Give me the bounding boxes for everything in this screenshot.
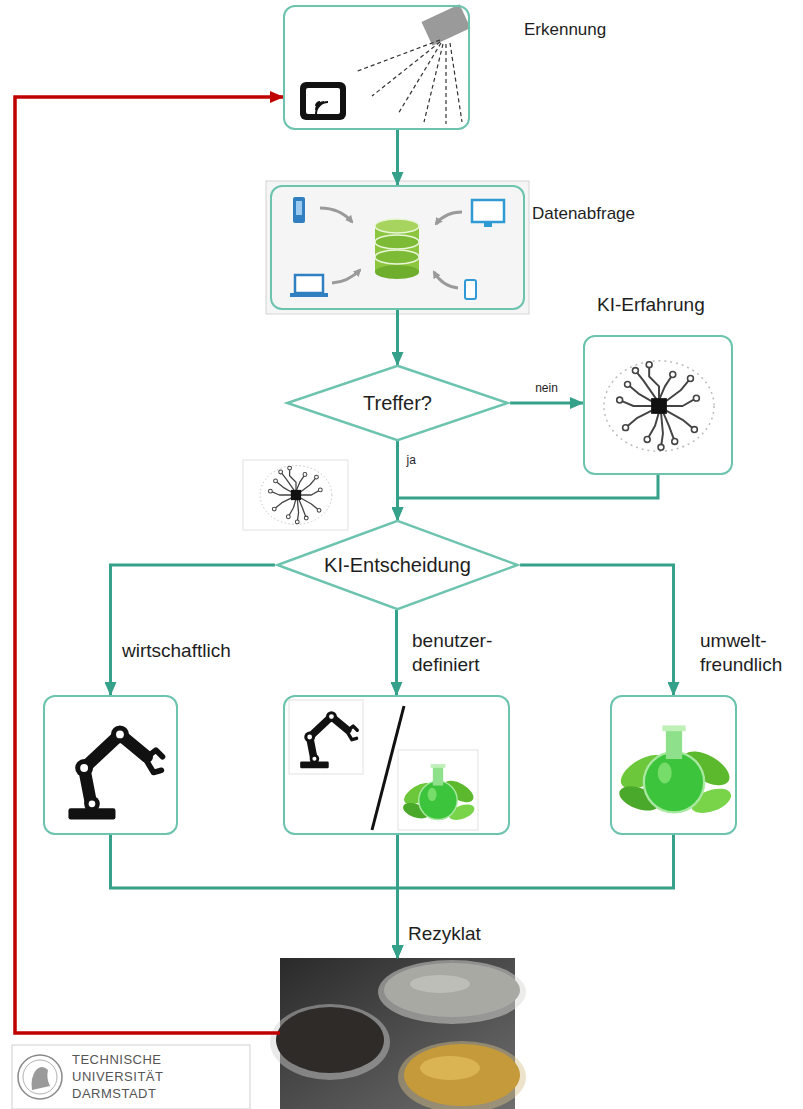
decision-diamond: KI-Entscheidung	[275, 520, 520, 610]
database-icon	[375, 219, 419, 279]
svg-part	[276, 1007, 384, 1073]
flow-arrow	[111, 835, 398, 958]
svg-part	[32, 1067, 51, 1090]
svg-part	[355, 40, 440, 72]
image-node: Rezyklat	[280, 958, 515, 1109]
diamond-text-area: KI-Entscheidung	[275, 520, 520, 610]
flow-arrow	[396, 310, 399, 365]
logo-text: TECHNISCHE UNIVERSITÄT DARMSTADT	[72, 1052, 163, 1103]
node-heading: KI-Erfahrung	[597, 293, 705, 317]
node-heading-text: Datenabfrage	[532, 203, 635, 224]
image-frame	[266, 181, 529, 314]
svg-part	[375, 250, 419, 264]
svg-part	[295, 275, 323, 293]
image-frame	[398, 750, 478, 830]
svg-part	[332, 270, 360, 283]
node-heading-text: benutzer- definiert	[412, 629, 492, 677]
svg-part	[404, 1044, 520, 1106]
diamond-shape	[287, 366, 508, 440]
svg-part	[378, 960, 526, 1024]
svg-part	[270, 1004, 390, 1080]
svg-part	[296, 201, 302, 215]
university-logo	[12, 1045, 250, 1109]
flow-arrow	[395, 610, 398, 695]
svg-part	[372, 42, 440, 96]
process-box: benutzer- definiert	[283, 695, 510, 835]
svg-part	[465, 280, 476, 299]
svg-part	[472, 200, 504, 222]
process-box: wirtschaftlich	[43, 695, 178, 835]
svg-part	[23, 1060, 57, 1094]
svg-part	[375, 265, 419, 279]
svg-part	[355, 40, 462, 124]
svg-part	[424, 44, 443, 122]
node-heading: Rezyklat	[408, 922, 481, 946]
svg-part	[434, 272, 458, 288]
svg-part	[375, 235, 419, 249]
diamond-text-area: Treffer?	[285, 365, 510, 441]
svg-part	[445, 44, 446, 124]
image-frame	[243, 460, 348, 530]
scanner-icon	[355, 4, 471, 124]
svg-part	[450, 43, 462, 122]
svg-part	[420, 1056, 480, 1080]
svg-part	[375, 219, 419, 233]
svg-part	[421, 4, 470, 45]
svg-part	[18, 1055, 62, 1099]
svg-part	[316, 102, 328, 114]
flow-arrow	[398, 475, 659, 520]
phone-icon	[300, 82, 346, 120]
node-heading: umwelt- freundlich	[700, 629, 782, 677]
device-icons	[290, 197, 504, 299]
svg-part	[484, 222, 492, 227]
brain-icon	[260, 466, 332, 525]
node-heading-text: Erkennung	[524, 19, 606, 40]
svg-part	[300, 82, 346, 120]
green-flask-icon	[401, 764, 477, 823]
feedback-arrow	[15, 97, 283, 1033]
decision-diamond: Treffer?	[285, 365, 510, 441]
process-box: KI-Erfahrung	[583, 335, 733, 475]
flow-arrow	[398, 835, 674, 958]
flow-arrow	[396, 130, 399, 185]
image-frame	[289, 700, 363, 774]
svg-part	[398, 1041, 526, 1109]
diamond-shape	[277, 521, 517, 609]
svg-part	[320, 208, 352, 222]
node-heading: benutzer- definiert	[412, 629, 492, 677]
robot-arm-icon	[300, 711, 357, 768]
node-heading: wirtschaftlich	[122, 639, 231, 663]
robot-arm-icon	[68, 725, 162, 819]
green-flask-icon	[615, 725, 735, 817]
node-heading-text: KI-Erfahrung	[597, 293, 705, 317]
decision-label: KI-Entscheidung	[324, 553, 471, 578]
edge-label: ja	[405, 453, 418, 467]
node-heading: Datenabfrage	[532, 203, 635, 224]
edge-label: nein	[533, 381, 560, 395]
node-heading-text: umwelt- freundlich	[700, 629, 782, 677]
node-heading-text: Rezyklat	[408, 922, 481, 946]
svg-part	[384, 963, 520, 1017]
decision-label: Treffer?	[363, 391, 432, 416]
process-box: Datenabfrage	[270, 185, 525, 310]
svg-part	[290, 293, 328, 297]
node-heading: Erkennung	[524, 19, 606, 40]
flow-arrow	[111, 565, 276, 695]
svg-part	[306, 88, 340, 114]
data-arrows	[320, 208, 462, 288]
flow-arrow	[510, 402, 583, 405]
flow-arrow	[520, 565, 674, 695]
svg-part	[436, 212, 462, 224]
svg-part	[12, 1045, 250, 1109]
node-heading-text: wirtschaftlich	[122, 639, 231, 663]
brain-icon	[604, 361, 714, 451]
svg-part	[410, 975, 470, 993]
recyclate-photo	[270, 958, 526, 1109]
process-box: umwelt- freundlich	[610, 695, 737, 835]
svg-part	[293, 197, 305, 223]
process-box: Erkennung	[283, 5, 470, 130]
